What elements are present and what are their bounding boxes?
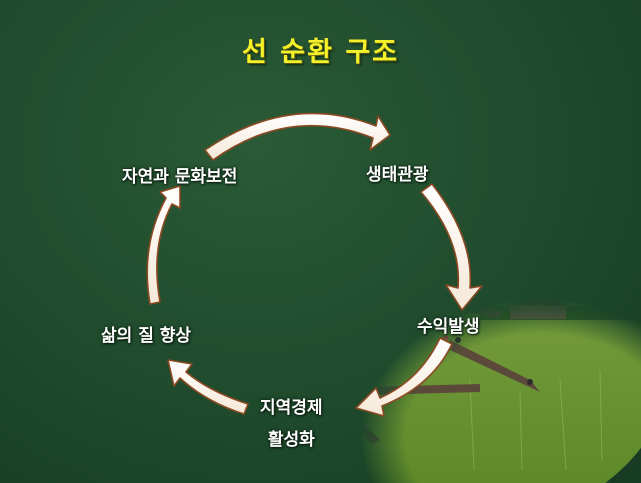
node-nature-culture-preservation: 자연과 문화보전 xyxy=(122,167,238,187)
arrow-bottom-left xyxy=(167,359,249,415)
arrow-bottom-right xyxy=(355,337,453,417)
arrow-top xyxy=(204,112,391,161)
node-eco-tourism: 생태관광 xyxy=(366,165,429,185)
node-revenue: 수익발생 xyxy=(417,317,480,337)
diagram-title: 선 순환 구조 xyxy=(242,37,399,68)
node-regional-economy-line2: 활성화 xyxy=(267,430,315,450)
arrow-left xyxy=(146,185,181,305)
node-regional-economy-line1: 지역경제 xyxy=(260,398,323,418)
node-regional-economy: 지역경제 활성화 xyxy=(260,392,323,456)
arrow-right xyxy=(420,183,483,311)
node-quality-of-life: 삶의 질 향상 xyxy=(101,326,192,346)
